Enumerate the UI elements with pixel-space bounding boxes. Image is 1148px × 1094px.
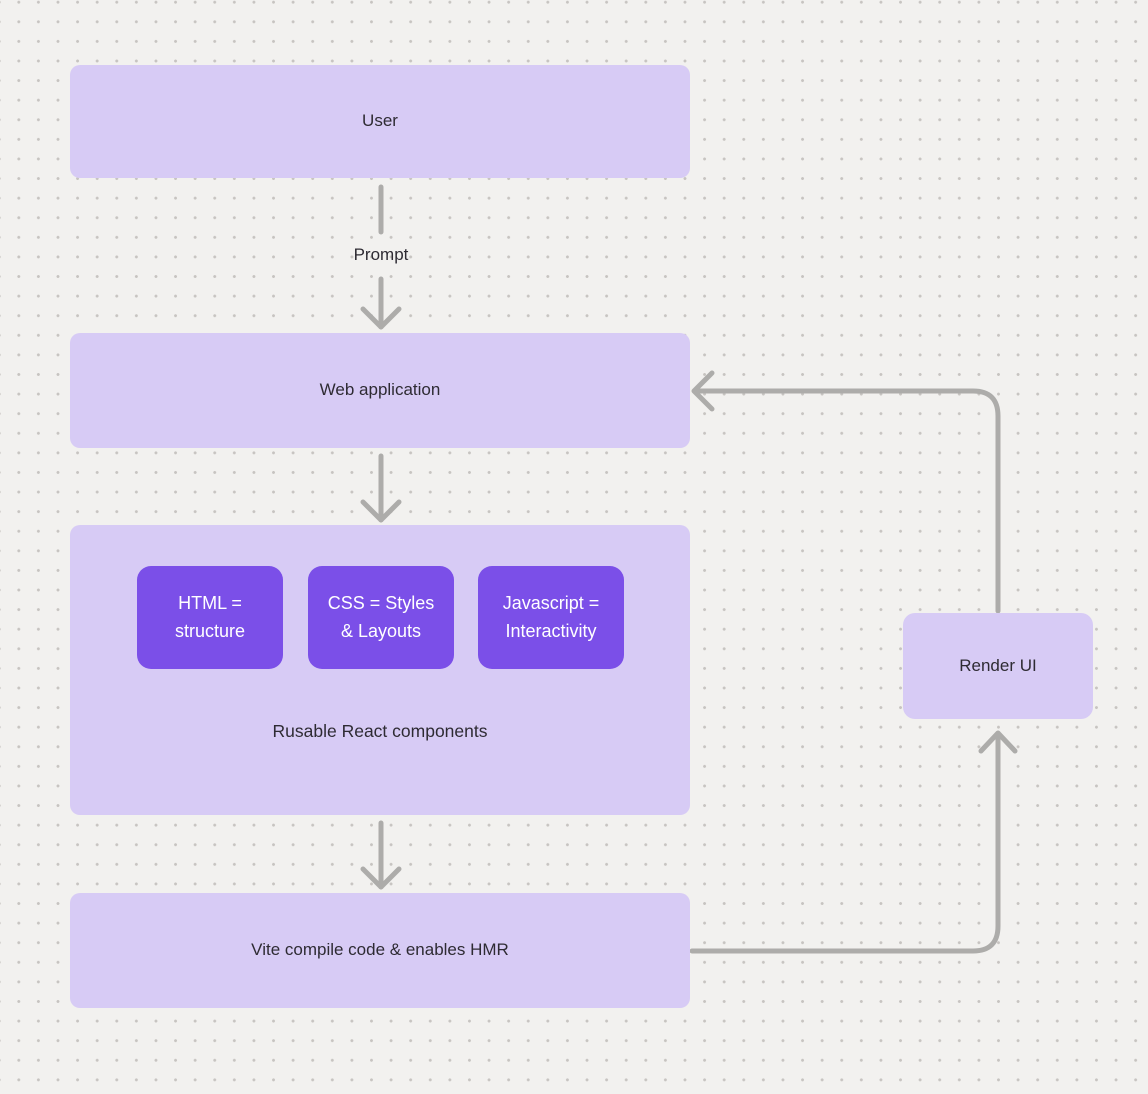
node-render-ui-label: Render UI bbox=[959, 655, 1037, 675]
node-components-group: HTML = structure CSS = Styles & Layouts … bbox=[70, 525, 690, 815]
node-web-application-label: Web application bbox=[319, 380, 441, 400]
node-html-structure-label: HTML = structure bbox=[174, 592, 246, 641]
node-user-label: User bbox=[362, 111, 398, 131]
node-vite: Vite compile code & enables HMR bbox=[70, 893, 690, 1008]
edge-vite-render-line bbox=[689, 732, 1001, 954]
node-css-styles-label: CSS = Styles & Layouts bbox=[327, 592, 435, 641]
arrowhead-down-vite bbox=[360, 866, 402, 890]
node-html-structure: HTML = structure bbox=[137, 566, 283, 669]
edge-label-prompt: Prompt bbox=[353, 245, 409, 264]
node-vite-label: Vite compile code & enables HMR bbox=[251, 940, 509, 960]
arrowhead-up-render bbox=[978, 730, 1018, 754]
arrowhead-down-components bbox=[360, 499, 402, 523]
node-javascript-interactivity-label: Javascript = Interactivity bbox=[502, 592, 600, 641]
node-javascript-interactivity: Javascript = Interactivity bbox=[478, 566, 624, 669]
arrowhead-left-webapp bbox=[691, 370, 715, 412]
node-components-caption: Rusable React components bbox=[272, 721, 488, 741]
node-web-application: Web application bbox=[70, 333, 690, 448]
node-css-styles: CSS = Styles & Layouts bbox=[308, 566, 454, 669]
arrowhead-down-webapp bbox=[360, 306, 402, 330]
node-user: User bbox=[70, 65, 690, 178]
edge-render-webapp-line bbox=[696, 388, 1001, 614]
node-render-ui: Render UI bbox=[903, 613, 1093, 719]
